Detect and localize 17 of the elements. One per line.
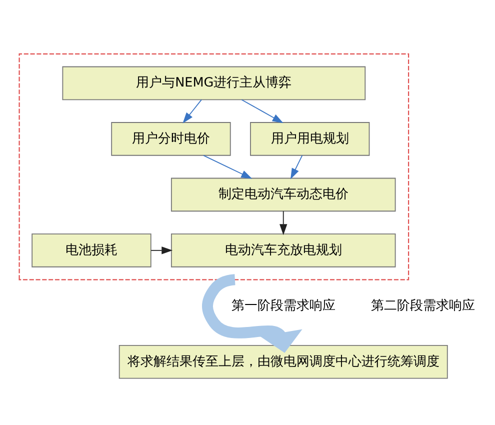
arrow [150,246,173,254]
node-box: 电动汽车充放电规划 [170,234,396,268]
node-box: 用户分时电价 [111,122,231,156]
arrow [280,210,288,236]
label: 第二阶段需求响应 [371,298,476,314]
arrow [182,99,202,124]
node-box: 将求解结果传至上层，由微电网调度中心进行统筹调度 [118,345,448,379]
arrow [241,99,284,124]
node-box: 用户用电规划 [250,122,370,156]
cluster [18,53,410,280]
arrow [290,155,303,180]
node-box: 电池损耗 [32,234,152,268]
arrow [203,155,252,179]
label: 第一阶段需求响应 [231,298,336,314]
node-box: 用户与NEMG进行主从博弈 [62,66,366,100]
node-box: 制定电动汽车动态电价 [170,178,396,212]
arrow [202,274,302,353]
